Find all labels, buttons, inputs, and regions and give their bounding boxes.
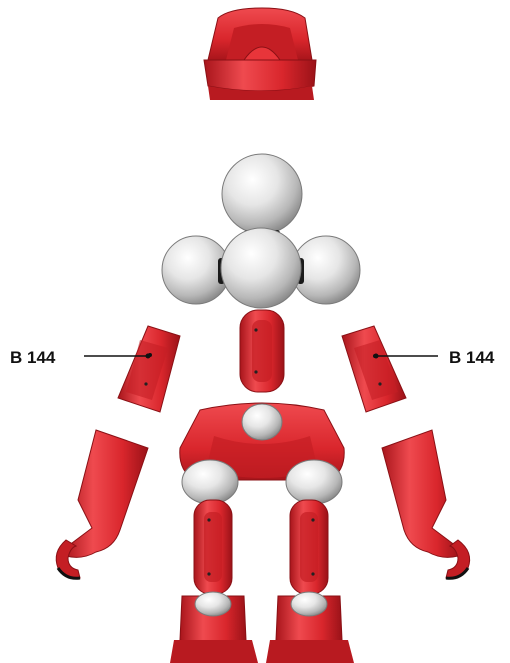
head-cover-part xyxy=(204,8,316,100)
left-lower-leg-part xyxy=(170,592,258,663)
left-callout: B 144 xyxy=(10,348,151,367)
shoulder-spheres-part xyxy=(162,228,360,308)
right-callout-label: B 144 xyxy=(449,348,495,367)
head-sphere-part xyxy=(222,154,302,237)
right-forearm-part xyxy=(382,430,470,578)
right-callout: B 144 xyxy=(374,348,495,367)
pelvis-part xyxy=(180,403,344,504)
left-upper-arm-part xyxy=(118,326,180,412)
torso-segment-part xyxy=(240,310,284,392)
right-lower-leg-part xyxy=(266,592,354,663)
left-callout-label: B 144 xyxy=(10,348,56,367)
right-upper-arm-part xyxy=(342,326,406,412)
left-forearm-part xyxy=(56,430,148,578)
left-thigh-part xyxy=(194,500,232,594)
right-thigh-part xyxy=(290,500,328,594)
